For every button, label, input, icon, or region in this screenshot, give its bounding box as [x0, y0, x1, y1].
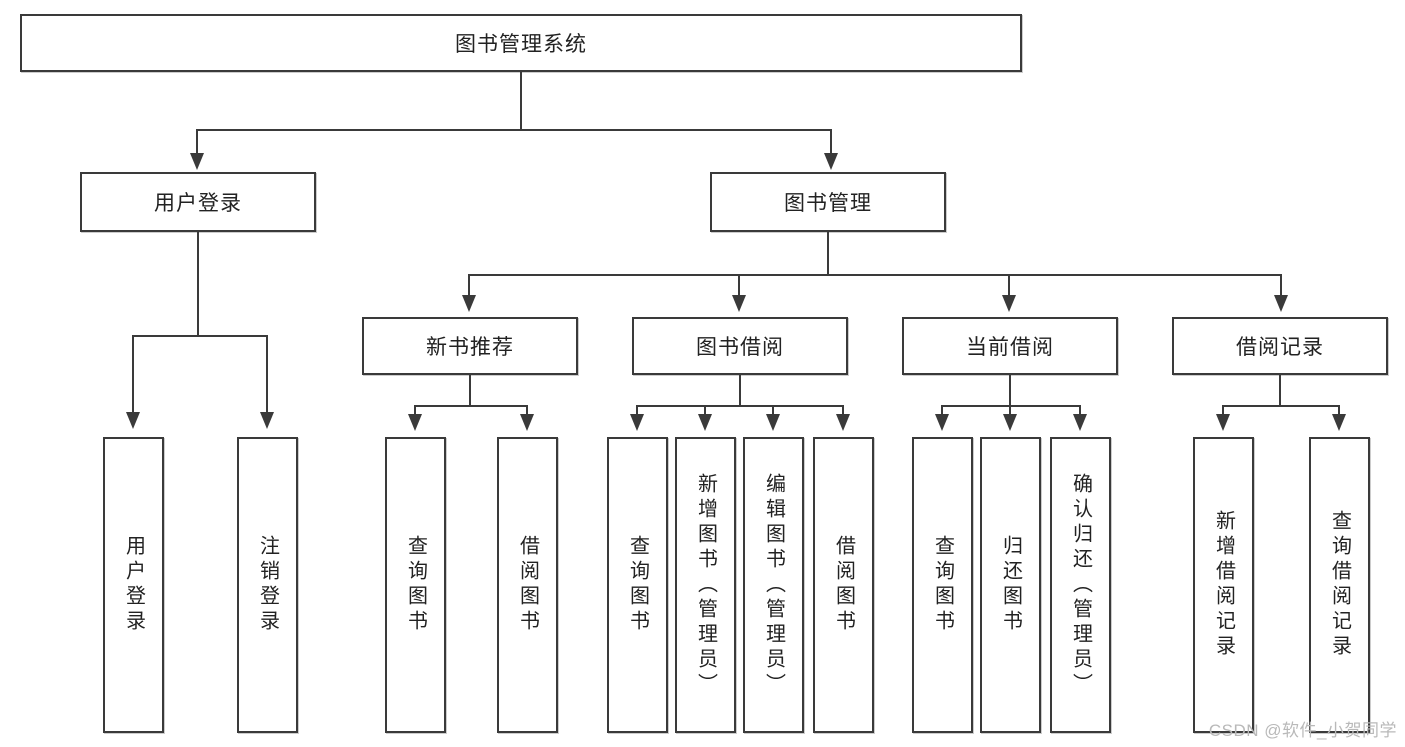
edge-root-to-user-login: [196, 129, 198, 156]
arrow-root-to-book-management: [824, 153, 838, 170]
node-borrow-record[interactable]: 借阅记录: [1172, 317, 1388, 375]
leaf-query-book-1[interactable]: 查询图书: [385, 437, 446, 733]
leaf-borrow-book-1[interactable]: 借阅图书: [497, 437, 558, 733]
leaf-query-book-2-label: 查询图书: [626, 535, 649, 635]
edge-user-login-drop-1: [132, 335, 134, 415]
leaf-confirm-return-admin-label: 确认归还（管理员）: [1069, 472, 1092, 698]
edge-nbr-drop-1: [414, 405, 416, 417]
leaf-borrow-book-2[interactable]: 借阅图书: [813, 437, 874, 733]
arrow-bb-leaf-2: [698, 414, 712, 431]
arrow-br-leaf-2: [1332, 414, 1346, 431]
arrow-bb-leaf-1: [630, 414, 644, 431]
leaf-query-borrow-record[interactable]: 查询借阅记录: [1309, 437, 1370, 733]
edge-nbr-bus: [414, 405, 528, 407]
edge-user-login-drop-2: [266, 335, 268, 415]
edge-bb-drop-3: [772, 405, 774, 417]
edge-bm-drop-4: [1280, 274, 1282, 298]
arrow-bb-leaf-4: [836, 414, 850, 431]
edge-bb-drop-1: [636, 405, 638, 417]
arrow-nbr-leaf-1: [408, 414, 422, 431]
edge-book-management-bus: [468, 274, 1282, 276]
leaf-query-book-3[interactable]: 查询图书: [912, 437, 973, 733]
edge-bb-stem: [739, 375, 741, 407]
arrow-cb-leaf-1: [935, 414, 949, 431]
edge-root-bus: [196, 129, 832, 131]
arrow-bm-to-new-book-recommend: [462, 295, 476, 312]
node-new-book-recommend[interactable]: 新书推荐: [362, 317, 578, 375]
edge-book-management-stem: [827, 232, 829, 276]
leaf-user-login[interactable]: 用户登录: [103, 437, 164, 733]
arrow-bm-to-current-borrow: [1002, 295, 1016, 312]
leaf-edit-book-admin-label: 编辑图书（管理员）: [762, 472, 785, 698]
leaf-borrow-book-2-label: 借阅图书: [832, 535, 855, 635]
node-new-book-recommend-label: 新书推荐: [426, 336, 514, 359]
edge-br-bus: [1222, 405, 1340, 407]
node-user-login[interactable]: 用户登录: [80, 172, 316, 232]
arrow-bb-leaf-3: [766, 414, 780, 431]
node-root-system[interactable]: 图书管理系统: [20, 14, 1022, 72]
node-current-borrow-label: 当前借阅: [966, 336, 1054, 359]
edge-bm-drop-1: [468, 274, 470, 298]
arrow-bm-to-book-borrow: [732, 295, 746, 312]
edge-br-stem: [1279, 375, 1281, 407]
edge-bb-bus: [636, 405, 844, 407]
node-book-management[interactable]: 图书管理: [710, 172, 946, 232]
edge-user-login-bus: [132, 335, 266, 337]
node-user-login-label: 用户登录: [154, 192, 242, 215]
leaf-query-book-2[interactable]: 查询图书: [607, 437, 668, 733]
leaf-borrow-book-1-label: 借阅图书: [516, 535, 539, 635]
arrow-root-to-user-login: [190, 153, 204, 170]
edge-br-drop-1: [1222, 405, 1224, 417]
arrow-user-login-leaf-1: [126, 412, 140, 429]
edge-bm-drop-2: [738, 274, 740, 298]
edge-bb-drop-2: [704, 405, 706, 417]
leaf-return-book-label: 归还图书: [999, 535, 1022, 635]
edge-cb-drop-1: [941, 405, 943, 417]
edge-nbr-stem: [469, 375, 471, 407]
edge-cb-drop-3: [1079, 405, 1081, 417]
edge-cb-bus: [941, 405, 1081, 407]
leaf-logout-login[interactable]: 注销登录: [237, 437, 298, 733]
arrow-nbr-leaf-2: [520, 414, 534, 431]
node-book-borrow[interactable]: 图书借阅: [632, 317, 848, 375]
edge-bb-drop-4: [842, 405, 844, 417]
leaf-return-book[interactable]: 归还图书: [980, 437, 1041, 733]
edge-br-drop-2: [1338, 405, 1340, 417]
edge-root-to-book-management: [830, 129, 832, 156]
node-root-system-label: 图书管理系统: [455, 33, 587, 56]
arrow-user-login-leaf-2: [260, 412, 274, 429]
arrow-bm-to-borrow-record: [1274, 295, 1288, 312]
leaf-query-book-3-label: 查询图书: [931, 535, 954, 635]
leaf-query-book-1-label: 查询图书: [404, 535, 427, 635]
edge-nbr-drop-2: [526, 405, 528, 417]
node-borrow-record-label: 借阅记录: [1236, 336, 1324, 359]
leaf-confirm-return-admin[interactable]: 确认归还（管理员）: [1050, 437, 1111, 733]
node-book-borrow-label: 图书借阅: [696, 336, 784, 359]
edge-root-stem: [520, 72, 522, 130]
leaf-add-borrow-record[interactable]: 新增借阅记录: [1193, 437, 1254, 733]
arrow-cb-leaf-2: [1003, 414, 1017, 431]
leaf-user-login-label: 用户登录: [122, 535, 145, 635]
leaf-add-book-admin-label: 新增图书（管理员）: [694, 472, 717, 698]
edge-user-login-stem: [197, 232, 199, 336]
node-book-management-label: 图书管理: [784, 192, 872, 215]
edge-bm-drop-3: [1008, 274, 1010, 298]
node-current-borrow[interactable]: 当前借阅: [902, 317, 1118, 375]
leaf-logout-login-label: 注销登录: [256, 535, 279, 635]
arrow-br-leaf-1: [1216, 414, 1230, 431]
leaf-edit-book-admin[interactable]: 编辑图书（管理员）: [743, 437, 804, 733]
leaf-add-borrow-record-label: 新增借阅记录: [1212, 510, 1235, 660]
edge-cb-drop-2: [1009, 405, 1011, 417]
leaf-query-borrow-record-label: 查询借阅记录: [1328, 510, 1351, 660]
leaf-add-book-admin[interactable]: 新增图书（管理员）: [675, 437, 736, 733]
edge-cb-stem: [1009, 375, 1011, 407]
arrow-cb-leaf-3: [1073, 414, 1087, 431]
